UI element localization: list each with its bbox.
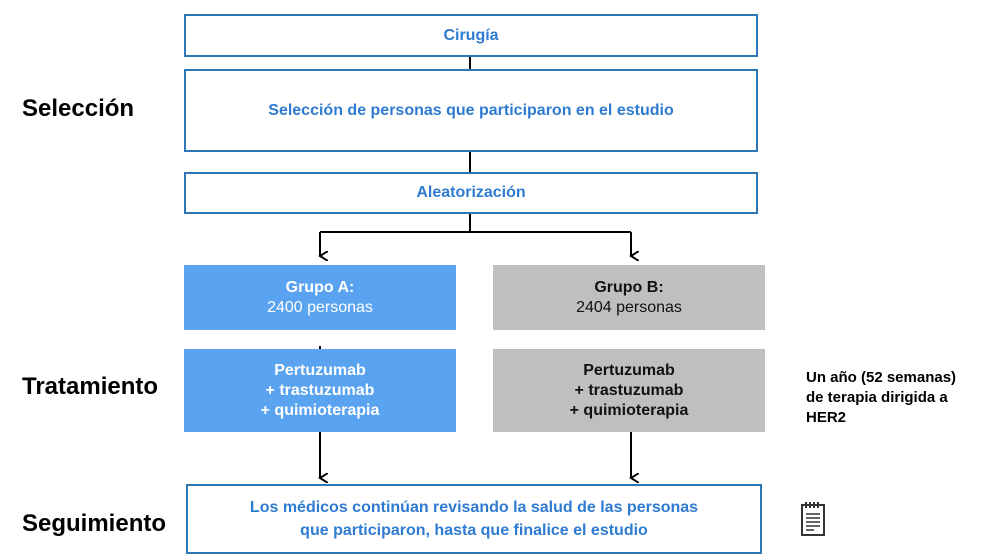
cirugia-box: Cirugía xyxy=(184,14,758,57)
group-a-title: Grupo A: xyxy=(285,278,355,296)
group-a-box: Grupo A: 2400 personas xyxy=(184,265,456,330)
group-a-treatment-line: Pertuzumab xyxy=(274,361,366,379)
group-b-title: Grupo B: xyxy=(594,278,664,296)
duration-note: Un año (52 semanas) de terapia dirigida … xyxy=(806,368,956,428)
follow-up-line: Los médicos continúan revisando la salud… xyxy=(249,499,699,516)
seleccion-box: Selección de personas que participaron e… xyxy=(184,69,758,152)
group-b-treatment-line: + trastuzumab xyxy=(574,381,684,399)
group-b-treatment-line: + quimioterapia xyxy=(569,401,689,419)
group-a-treatment-line: + quimioterapia xyxy=(260,401,380,419)
group-b-box: Grupo B: 2404 personas xyxy=(493,265,765,330)
follow-up-line: que participaron, hasta que finalice el … xyxy=(300,522,648,539)
group-b-treatment-box: Pertuzumab + trastuzumab + quimioterapia xyxy=(493,349,765,432)
group-a-count: 2400 personas xyxy=(267,298,373,316)
duration-note-line: HER2 xyxy=(806,409,847,426)
group-b-treatment-line: Pertuzumab xyxy=(583,361,675,379)
duration-note-line: Un año (52 semanas) xyxy=(806,369,957,386)
stage-label-seleccion: Selección xyxy=(22,95,135,122)
duration-note-line: de terapia dirigida a xyxy=(806,389,948,406)
follow-up-box: Los médicos continúan revisando la salud… xyxy=(186,484,762,554)
cirugia-label: Cirugía xyxy=(443,26,499,44)
aleatorizacion-box: Aleatorización xyxy=(184,172,758,214)
aleatorizacion-label: Aleatorización xyxy=(416,184,526,201)
notepad-icon xyxy=(800,501,826,537)
group-a-treatment-box: Pertuzumab + trastuzumab + quimioterapia xyxy=(184,349,456,432)
group-a-treatment-line: + trastuzumab xyxy=(265,381,375,399)
group-b-count: 2404 personas xyxy=(576,298,682,316)
seleccion-label: Selección de personas que participaron e… xyxy=(268,101,674,119)
stage-label-seguimiento: Seguimiento xyxy=(22,510,167,537)
stage-label-tratamiento: Tratamiento xyxy=(22,373,159,400)
